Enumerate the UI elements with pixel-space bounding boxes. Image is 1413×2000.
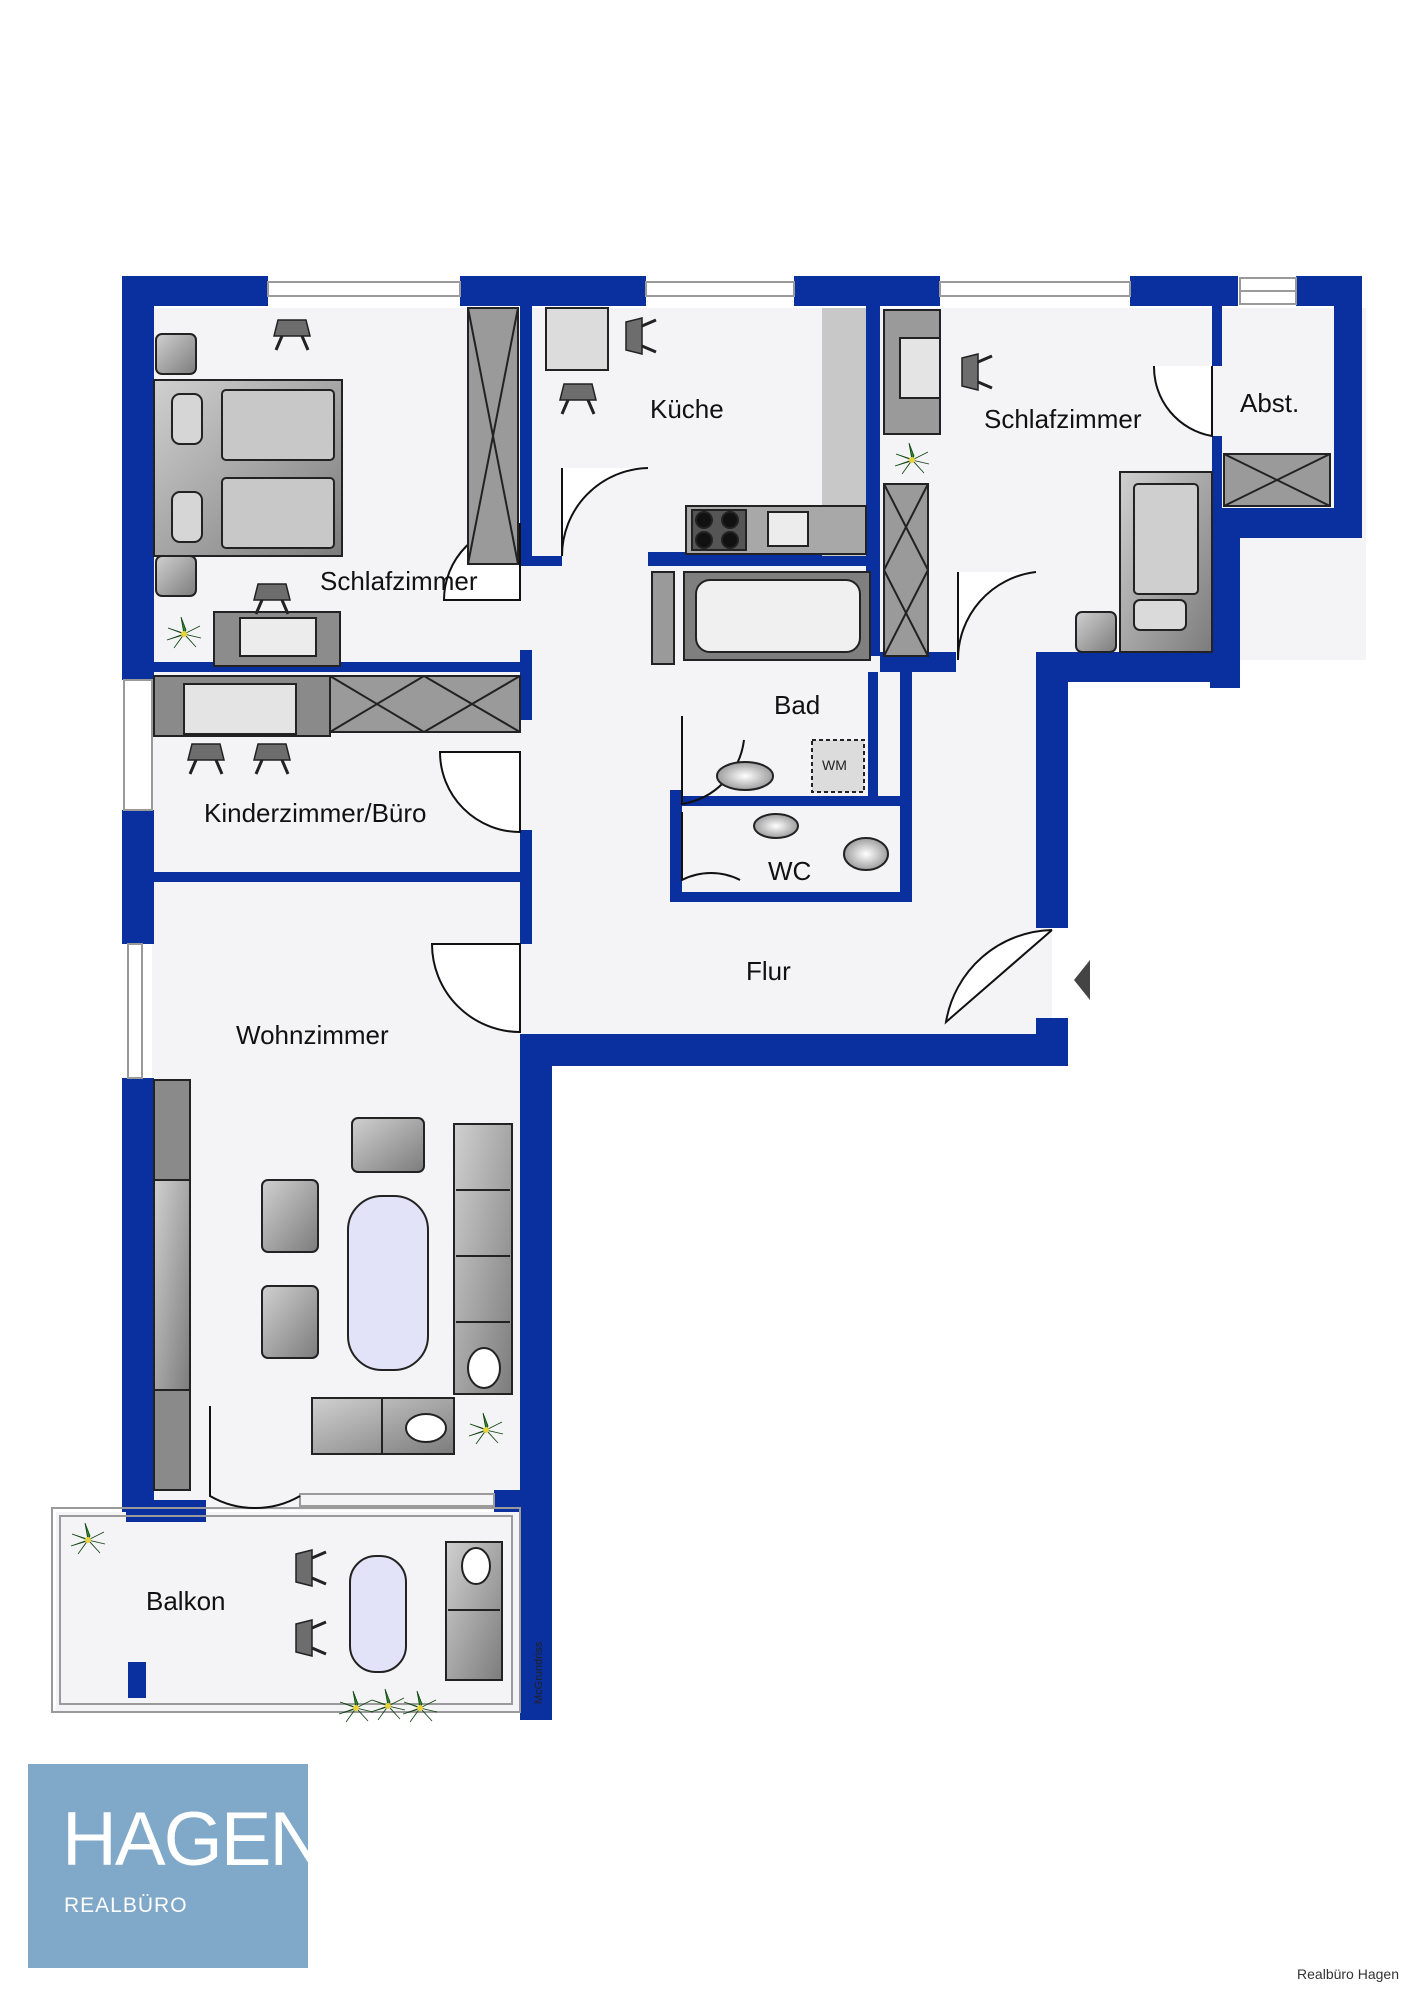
- room-label-kinderzimmer: Kinderzimmer/Büro: [204, 798, 427, 828]
- walls: [122, 276, 1362, 1720]
- hagen-logo: HAGEN REALBÜRO: [28, 1764, 324, 1968]
- room-label-wohnzimmer: Wohnzimmer: [236, 1020, 389, 1050]
- door-swing-icon: [209, 365, 1213, 1510]
- room-label-schlafzimmer-1: Schlafzimmer: [320, 566, 478, 596]
- room-label-kueche: Küche: [650, 394, 724, 424]
- room-label-abst: Abst.: [1240, 388, 1299, 418]
- drawing-credit: McGrundriss: [533, 1641, 545, 1704]
- wm-label: WM: [822, 757, 847, 773]
- room-label-bad: Bad: [774, 690, 820, 720]
- room-label-schlafzimmer-2: Schlafzimmer: [984, 404, 1142, 434]
- entrance-arrow-icon: [1074, 960, 1090, 1000]
- windows: [51, 277, 1297, 1713]
- room-label-flur: Flur: [746, 956, 791, 986]
- footer-credit: Realbüro Hagen: [1297, 1966, 1399, 1982]
- logo-subtitle: REALBÜRO: [64, 1894, 188, 1917]
- room-label-balkon: Balkon: [146, 1586, 226, 1616]
- logo-name: HAGEN: [62, 1797, 324, 1882]
- furniture: [153, 307, 1331, 1681]
- room-label-wc: WC: [768, 856, 811, 886]
